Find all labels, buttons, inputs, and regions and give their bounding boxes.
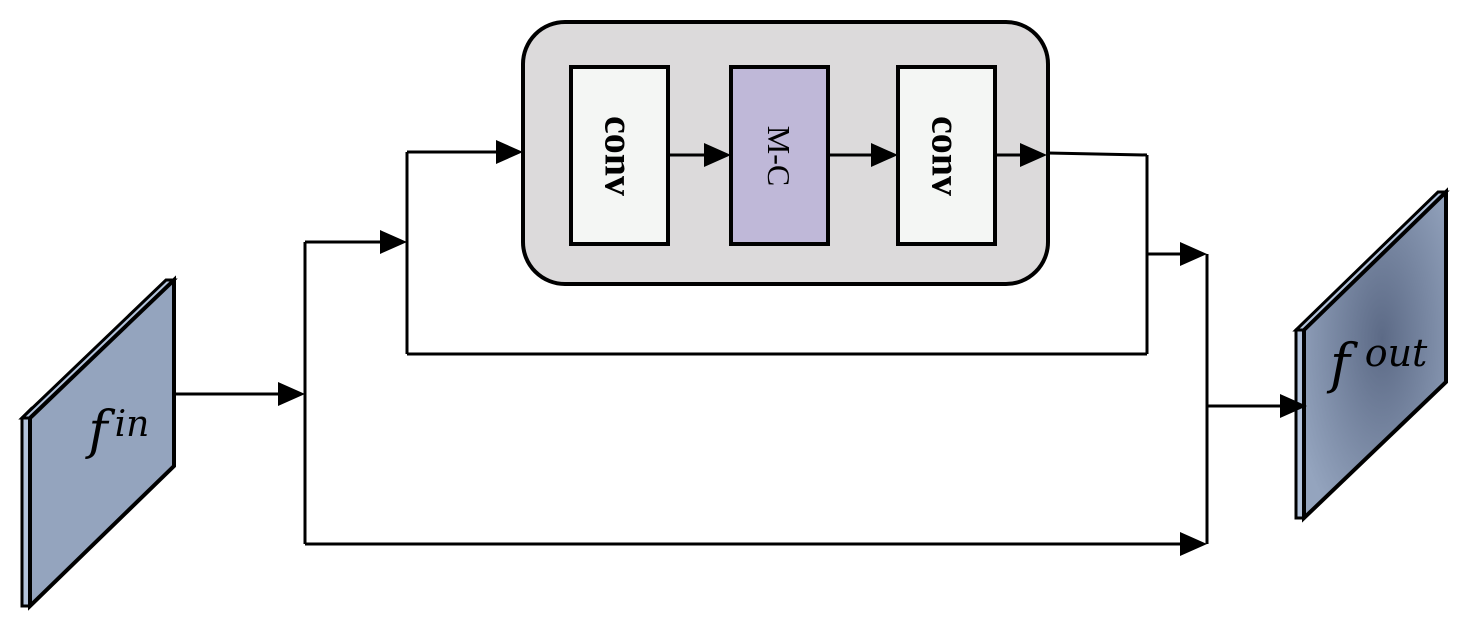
arrow-into-split bbox=[278, 382, 305, 406]
conv-label-1: conv bbox=[597, 116, 642, 196]
arrow-into-mc bbox=[704, 143, 731, 167]
arrow-into-inner-split bbox=[380, 230, 407, 254]
arrowheads bbox=[278, 140, 1307, 556]
arrow-skip-connection bbox=[1180, 532, 1207, 556]
output-map-superscript: out bbox=[1365, 331, 1428, 375]
mc-block: M-C bbox=[729, 65, 830, 246]
arrow-into-module bbox=[496, 140, 523, 164]
connection-lines bbox=[174, 150, 1280, 546]
arrow-into-conv-2 bbox=[871, 143, 898, 167]
input-feature-map: f in bbox=[18, 275, 178, 611]
conv-label-2: conv bbox=[924, 116, 969, 196]
mc-label: M-C bbox=[761, 126, 797, 186]
output-feature-map: f out bbox=[1292, 187, 1450, 523]
input-map-superscript: in bbox=[115, 404, 150, 445]
arrow-out-of-conv-2 bbox=[1020, 143, 1047, 167]
arrow-into-output bbox=[1280, 394, 1307, 418]
arrow-into-inner-merge bbox=[1180, 242, 1207, 266]
conv-block-1: conv bbox=[569, 65, 670, 246]
conv-block-2: conv bbox=[896, 65, 997, 246]
